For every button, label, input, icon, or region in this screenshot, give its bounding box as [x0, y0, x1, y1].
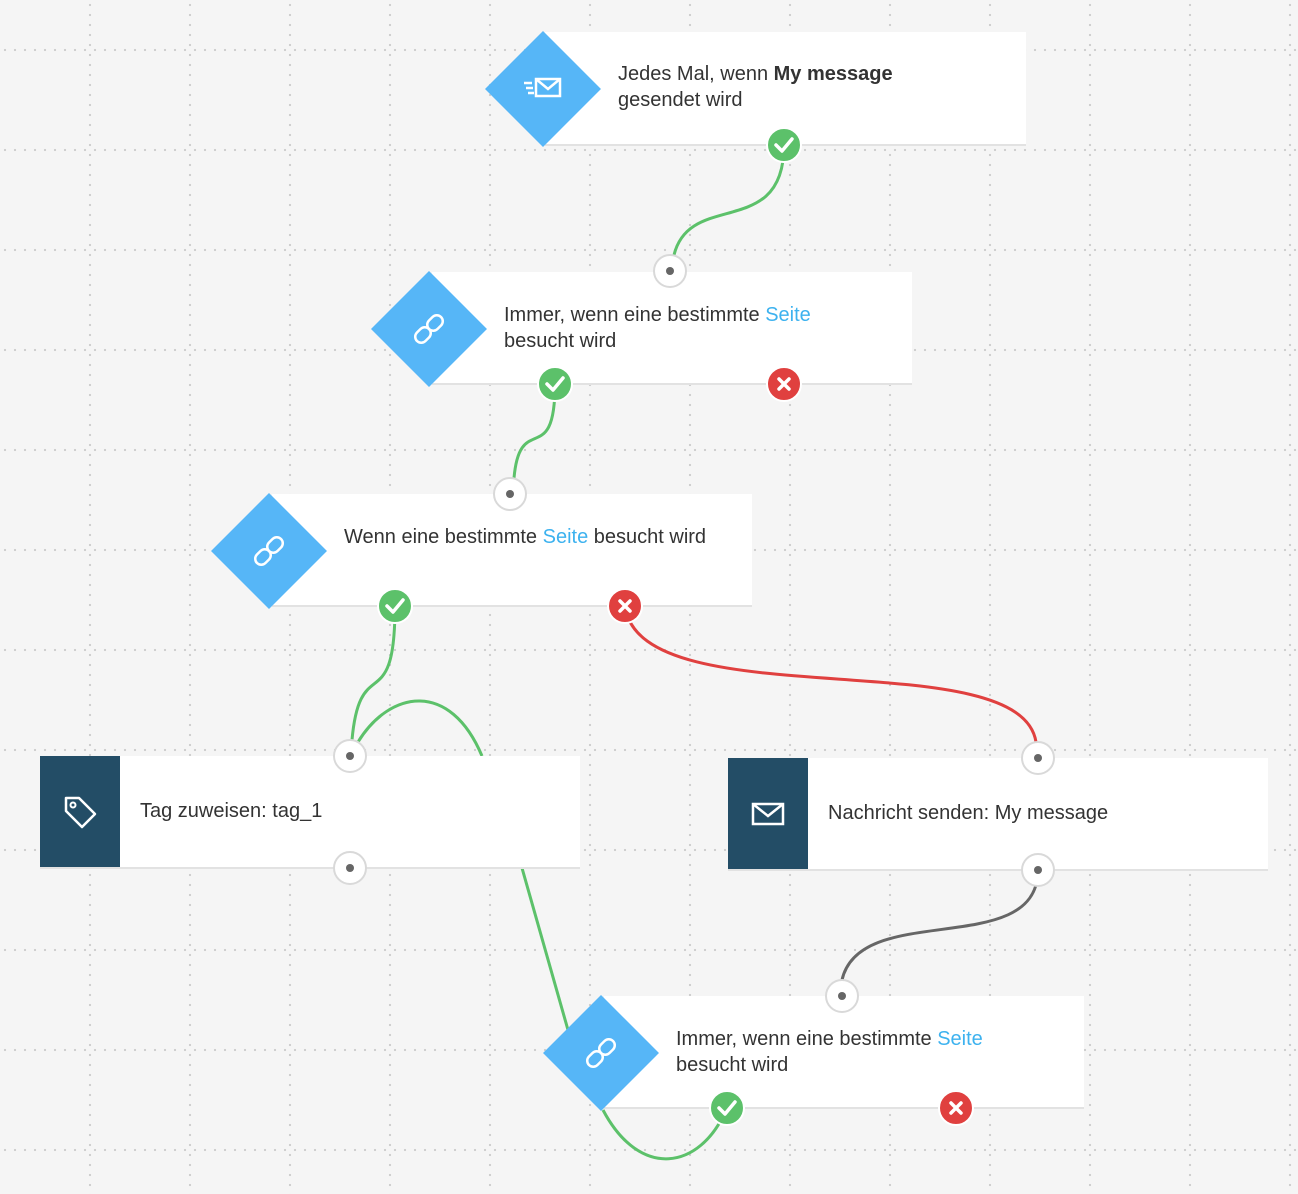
condition1-page-link[interactable]: Seite	[765, 304, 811, 326]
link-icon	[409, 309, 449, 349]
message-action-output-port[interactable]	[1021, 853, 1055, 887]
condition3-text-suffix: besucht wird	[676, 1054, 789, 1076]
condition1-input-port[interactable]	[653, 254, 687, 288]
connector-condition2-yes-to-tag	[350, 605, 397, 741]
trigger-node[interactable]: Jedes Mal, wenn My message gesendet wird	[545, 32, 1026, 144]
condition1-text-prefix: Immer, wenn eine bestimmte	[504, 304, 766, 326]
condition2-page-link[interactable]: Seite	[542, 526, 589, 548]
condition3-text-prefix: Immer, wenn eine bestimmte	[676, 1028, 938, 1050]
connector-loop-line	[520, 867, 570, 1031]
condition3-input-port[interactable]	[825, 979, 859, 1013]
condition3-text: Immer, wenn eine bestimmte Seite besucht…	[676, 1026, 1066, 1078]
condition3-failure-output[interactable]	[938, 1090, 974, 1126]
trigger-text-prefix: Jedes Mal, wenn	[618, 63, 774, 85]
connector-loop-arc	[356, 699, 484, 757]
condition2-input-port[interactable]	[493, 477, 527, 511]
condition3-page-link[interactable]: Seite	[937, 1028, 983, 1050]
trigger-message-name: My message	[773, 63, 893, 85]
tag-action-node[interactable]: Tag zuweisen: tag_1	[40, 756, 580, 867]
link-icon	[249, 531, 289, 571]
link-icon	[581, 1033, 621, 1073]
message-action-input-port[interactable]	[1021, 741, 1055, 775]
condition2-text-suffix: besucht wird	[588, 526, 707, 548]
condition1-text: Immer, wenn eine bestimmte Seite besucht…	[504, 302, 894, 354]
condition3-success-output[interactable]	[709, 1090, 745, 1126]
connector-message-to-condition3	[840, 869, 1040, 981]
connector-trigger-to-condition1	[672, 144, 786, 256]
connector-loop-bottom	[601, 1109, 728, 1161]
tag-action-input-port[interactable]	[333, 739, 367, 773]
condition1-success-output[interactable]	[537, 366, 573, 402]
tag-action-icon-box	[40, 756, 120, 867]
condition3-node[interactable]: Immer, wenn eine bestimmte Seite besucht…	[604, 996, 1084, 1107]
condition2-failure-output[interactable]	[607, 588, 643, 624]
connector-condition1-to-condition2	[512, 383, 557, 479]
condition2-success-output[interactable]	[377, 588, 413, 624]
trigger-text: Jedes Mal, wenn My message gesendet wird	[618, 61, 998, 113]
tag-action-output-port[interactable]	[333, 851, 367, 885]
condition1-node[interactable]: Immer, wenn eine bestimmte Seite besucht…	[432, 272, 912, 383]
connector-condition2-no-to-message	[623, 605, 1038, 743]
condition2-text-prefix: Wenn eine bestimmte	[344, 526, 543, 548]
condition1-failure-output[interactable]	[766, 366, 802, 402]
condition2-text: Wenn eine bestimmte Seite besucht wird	[344, 524, 724, 550]
condition1-text-suffix: besucht wird	[504, 330, 617, 352]
trigger-text-suffix: gesendet wird	[618, 89, 743, 111]
tag-action-label: Tag zuweisen: tag_1	[140, 800, 323, 822]
trigger-success-output[interactable]	[766, 127, 802, 163]
message-action-node[interactable]: Nachricht senden: My message	[728, 758, 1268, 869]
envelope-send-icon	[523, 69, 563, 109]
message-action-label: Nachricht senden: My message	[828, 802, 1109, 824]
message-action-icon-box	[728, 758, 808, 869]
tag-icon	[64, 796, 97, 829]
condition2-node[interactable]: Wenn eine bestimmte Seite besucht wird	[272, 494, 752, 605]
envelope-icon	[751, 802, 785, 826]
